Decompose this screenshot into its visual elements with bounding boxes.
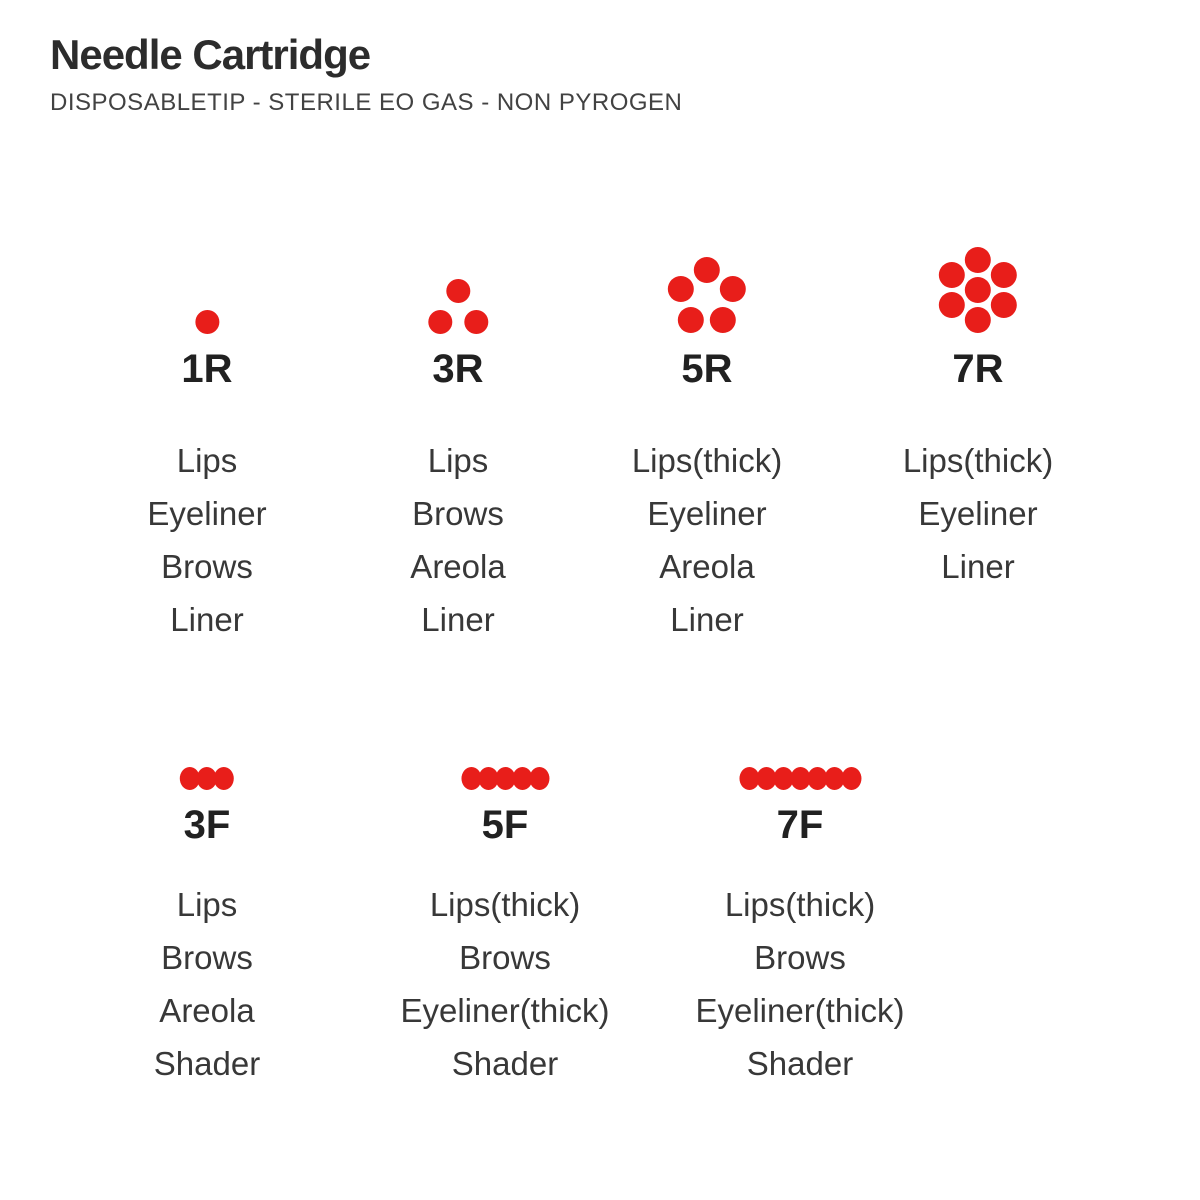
needle-dot <box>179 767 200 790</box>
needle-dot <box>478 767 498 790</box>
use-item: Lips <box>427 442 489 479</box>
use-item: Eyeliner <box>918 495 1038 532</box>
needle-pattern-7r <box>938 247 1018 334</box>
cartridge-code: 5R <box>681 347 733 391</box>
needle-dot <box>965 307 991 333</box>
needle-dot <box>790 767 810 790</box>
needle-pattern-1r <box>194 310 219 334</box>
page-subtitle: DISPOSABLETIP - STERILE EO GAS - NON PYR… <box>50 89 683 116</box>
cartridge-code: 7R <box>952 347 1004 391</box>
needle-dot <box>461 767 481 790</box>
needle-dot <box>445 279 470 303</box>
cartridge-card-7f: 7F Lips(thick) Brows Eyeliner(thick) Sha… <box>695 740 905 1090</box>
pattern-slot <box>427 240 488 334</box>
cartridge-card-5f: 5F Lips(thick) Brows Eyeliner(thick) Sha… <box>400 740 610 1090</box>
use-item: Eyeliner <box>147 495 267 532</box>
pattern-slot <box>179 740 234 790</box>
use-item: Lips(thick) <box>724 886 876 923</box>
use-item: Areola <box>659 548 755 585</box>
use-item: Liner <box>421 601 495 638</box>
needle-dot <box>939 262 965 288</box>
use-list: Lips(thick) Eyeliner Areola Liner <box>632 434 782 646</box>
cartridge-card-1r: 1R Lips Eyeliner Brows Liner <box>147 240 267 646</box>
use-item: Lips <box>176 886 238 923</box>
needle-dot <box>720 276 746 302</box>
pattern-slot <box>667 240 747 334</box>
needle-dot <box>694 257 720 283</box>
use-list: Lips Brows Areola Shader <box>154 878 260 1090</box>
needle-pattern-5f <box>461 767 549 790</box>
use-item: Liner <box>170 601 244 638</box>
use-item: Lips <box>176 442 238 479</box>
use-item: Eyeliner(thick) <box>695 992 905 1029</box>
needle-dot <box>678 307 704 333</box>
use-item: Brows <box>459 939 551 976</box>
needle-dot <box>939 292 965 318</box>
use-item: Brows <box>754 939 846 976</box>
needle-dot <box>965 277 991 303</box>
cartridge-code: 5F <box>481 803 529 847</box>
needle-dot <box>710 307 736 333</box>
cartridge-code: 7F <box>776 803 824 847</box>
use-item: Lips(thick) <box>631 442 783 479</box>
needle-dot <box>512 767 532 790</box>
use-item: Lips(thick) <box>429 886 581 923</box>
cartridge-code: 3F <box>183 803 231 847</box>
needle-dot <box>213 767 234 790</box>
needle-dot <box>773 767 793 790</box>
use-list: Lips(thick) Brows Eyeliner(thick) Shader <box>695 878 904 1090</box>
needle-dot <box>991 262 1017 288</box>
use-item: Liner <box>670 601 744 638</box>
pattern-slot <box>194 240 219 334</box>
needle-dot <box>841 767 861 790</box>
use-list: Lips Brows Areola Liner <box>410 434 505 646</box>
pattern-slot <box>938 240 1018 334</box>
use-item: Eyeliner <box>647 495 767 532</box>
cartridge-card-3r: 3R Lips Brows Areola Liner <box>410 240 506 646</box>
needle-dot <box>756 767 776 790</box>
page-title: Needle Cartridge <box>50 31 371 78</box>
cartridge-card-3f: 3F Lips Brows Areola Shader <box>154 740 260 1090</box>
use-item: Lips(thick) <box>902 442 1054 479</box>
pattern-slot <box>461 740 549 790</box>
needle-dot <box>807 767 827 790</box>
use-item: Shader <box>451 1045 559 1082</box>
header: Needle Cartridge DISPOSABLETIP - STERILE… <box>50 30 682 117</box>
needle-dot <box>824 767 844 790</box>
needle-pattern-3f <box>179 767 234 790</box>
use-item: Eyeliner(thick) <box>400 992 610 1029</box>
use-item: Brows <box>412 495 504 532</box>
use-item: Areola <box>159 992 255 1029</box>
pattern-slot <box>739 740 861 790</box>
needle-dot <box>965 247 991 273</box>
needle-dot <box>668 276 694 302</box>
needle-dot <box>991 292 1017 318</box>
needle-dot <box>739 767 759 790</box>
use-item: Shader <box>746 1045 854 1082</box>
use-list: Lips(thick) Brows Eyeliner(thick) Shader <box>400 878 609 1090</box>
needle-dot <box>194 310 219 334</box>
use-item: Brows <box>161 548 253 585</box>
cartridge-code: 1R <box>181 347 233 391</box>
needle-dot <box>495 767 515 790</box>
use-item: Liner <box>941 548 1015 585</box>
cartridge-card-5r: 5R Lips(thick) Eyeliner Areola Liner <box>632 240 782 646</box>
use-item: Brows <box>161 939 253 976</box>
use-list: Lips Eyeliner Brows Liner <box>147 434 266 646</box>
use-item: Shader <box>153 1045 261 1082</box>
needle-pattern-7f <box>739 767 861 790</box>
cartridge-code: 3R <box>432 347 484 391</box>
needle-pattern-3r <box>427 279 488 334</box>
cartridge-card-7r: 7R Lips(thick) Eyeliner Liner <box>903 240 1053 593</box>
use-item: Areola <box>410 548 506 585</box>
needle-dot <box>529 767 549 790</box>
needle-dot <box>196 767 217 790</box>
needle-pattern-5r <box>667 257 747 334</box>
needle-dot <box>463 310 488 334</box>
use-list: Lips(thick) Eyeliner Liner <box>903 434 1053 593</box>
needle-dot <box>427 310 452 334</box>
